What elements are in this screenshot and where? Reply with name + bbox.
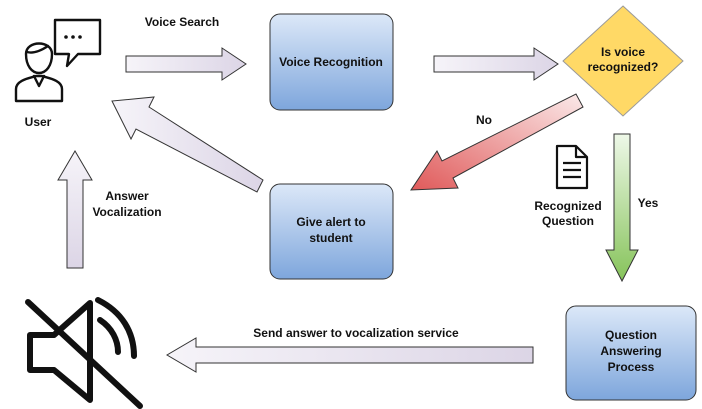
speaker-icon: [25, 297, 143, 409]
yes-label: Yes: [638, 196, 659, 210]
qa-process-box: [565, 305, 697, 401]
user-chat-icon: [14, 18, 102, 103]
document-icon: [555, 144, 589, 190]
qa-process-label-line3: Process: [608, 360, 655, 374]
arrow-alert-to-user: [111, 96, 264, 193]
answer-vocalization-line2: Vocalization: [92, 205, 161, 219]
decision-label-line1: Is voice: [601, 45, 645, 59]
arrow-to-decision: [433, 47, 559, 81]
user-label: User: [25, 115, 52, 129]
give-alert-box: [269, 183, 394, 280]
arrow-send-answer: [166, 337, 534, 373]
qa-process-label-line1: Question: [605, 328, 657, 342]
answer-vocalization-line1: Answer: [105, 189, 149, 203]
recognized-question-line1: Recognized: [534, 199, 601, 213]
voice-recognition-box: [269, 13, 394, 111]
send-answer-label: Send answer to vocalization service: [253, 326, 459, 340]
voice-search-label: Voice Search: [145, 15, 219, 29]
arrow-no: [410, 93, 584, 191]
arrow-answer-vocalization: [57, 150, 93, 269]
arrow-yes: [605, 133, 639, 283]
give-alert-label-line1: Give alert to: [296, 215, 365, 229]
voice-recognition-label: Voice Recognition: [279, 55, 383, 69]
decision-label-line2: recognized?: [588, 60, 659, 74]
give-alert-label-line2: student: [309, 231, 352, 245]
no-label: No: [476, 113, 492, 127]
qa-process-label-line2: Answering: [600, 344, 661, 358]
recognized-question-line2: Question: [542, 214, 594, 228]
arrow-voice-search: [125, 47, 247, 81]
decision-diamond: [562, 5, 684, 117]
